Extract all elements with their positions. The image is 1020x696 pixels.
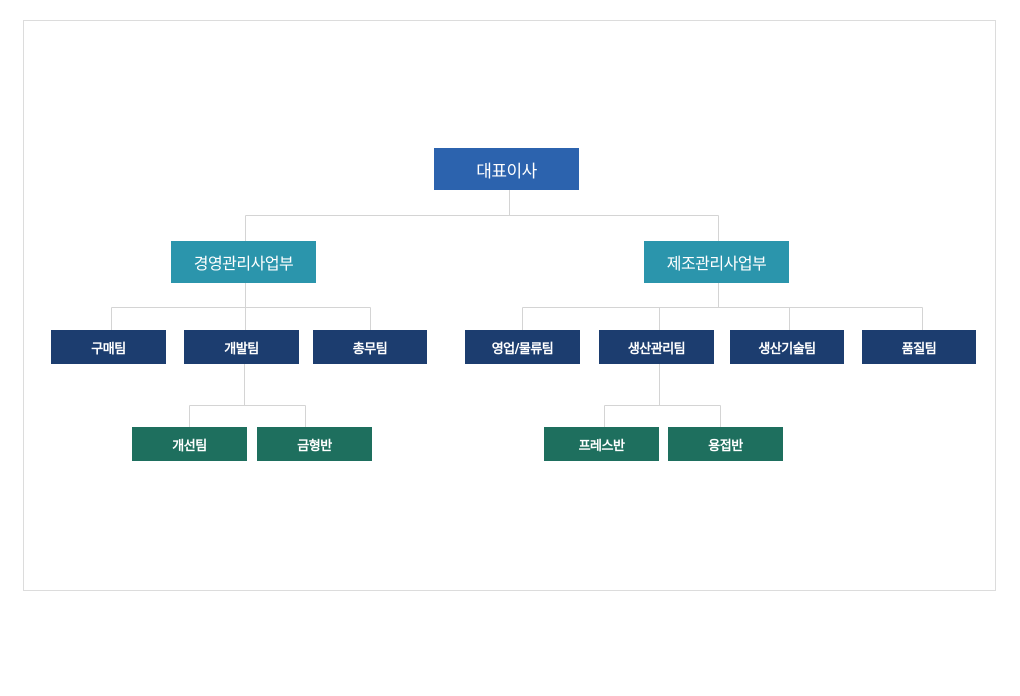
team-sales-logistics-box: 영업/물류팀	[465, 330, 580, 364]
team-purchasing-box: 구매팀	[51, 330, 166, 364]
team-general-affairs-box: 총무팀	[313, 330, 427, 364]
ceo-box: 대표이사	[434, 148, 579, 190]
org-chart-frame	[23, 20, 996, 591]
team-production-management-box: 생산관리팀	[599, 330, 714, 364]
team-quality-box: 품질팀	[862, 330, 976, 364]
division-management-box: 경영관리사업부	[171, 241, 316, 283]
subteam-welding-box: 용접반	[668, 427, 783, 461]
team-development-box: 개발팀	[184, 330, 299, 364]
subteam-mold-box: 금형반	[257, 427, 372, 461]
team-production-technology-box: 생산기술팀	[730, 330, 844, 364]
subteam-improvement-box: 개선팀	[132, 427, 247, 461]
division-manufacturing-box: 제조관리사업부	[644, 241, 789, 283]
subteam-press-box: 프레스반	[544, 427, 659, 461]
